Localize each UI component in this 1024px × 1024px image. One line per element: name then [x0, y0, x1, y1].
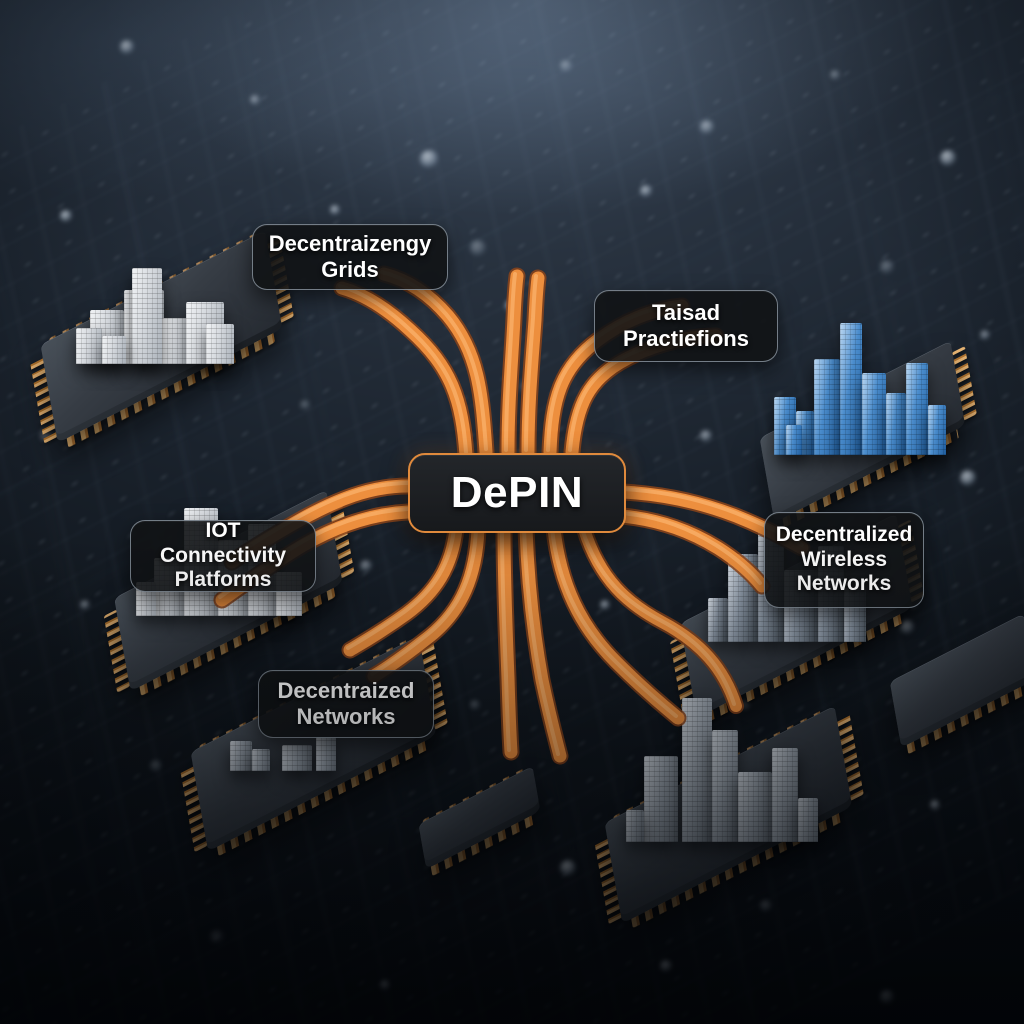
vignette-overlay	[0, 0, 1024, 1024]
depin-diagram-canvas: DePIN Decentraizengy Grids Taisad Practi…	[0, 0, 1024, 1024]
